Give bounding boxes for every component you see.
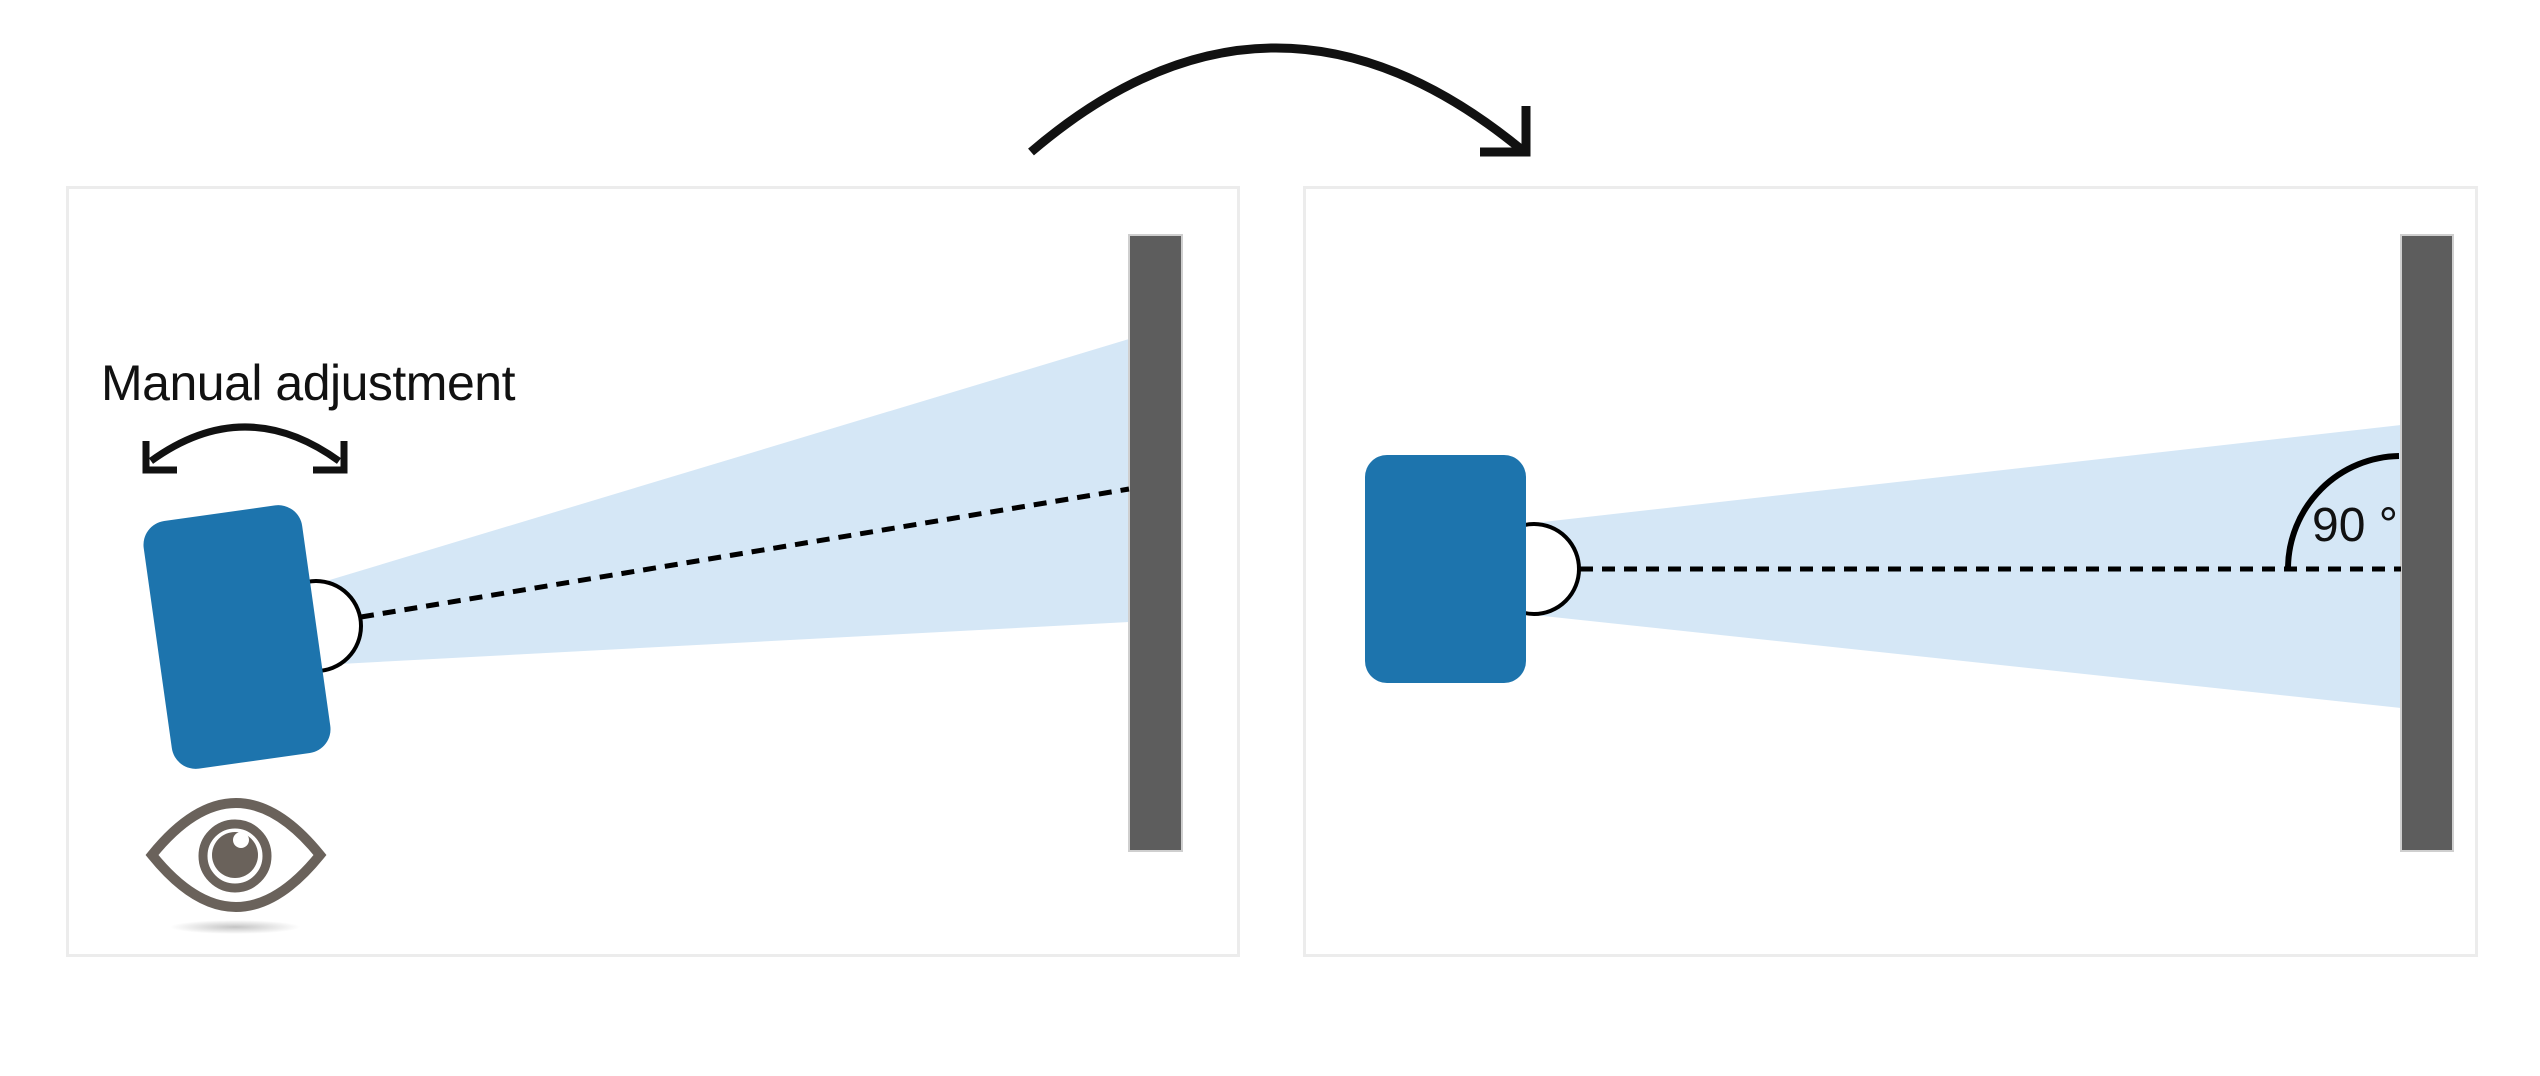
- left-panel-drawing: Manual adjustment: [101, 234, 1183, 934]
- eye-highlight: [233, 832, 249, 848]
- left-panel: Manual adjustment: [66, 186, 1240, 957]
- angle-label: 90 °: [2312, 499, 2398, 552]
- dashed-sightline: [360, 486, 1130, 620]
- projector-device: [143, 505, 331, 769]
- eye-shadow: [170, 920, 300, 934]
- projection-wall: [2400, 234, 2454, 852]
- projection-beam: [1534, 425, 2401, 708]
- projection-wall: [1128, 234, 1183, 852]
- adjustment-arrow-left-head: [142, 441, 177, 474]
- adjustment-arrow-right-head: [313, 441, 348, 474]
- eye-icon: [145, 798, 327, 934]
- eye-iris: [198, 819, 272, 893]
- transition-arrow-head: [1480, 106, 1531, 157]
- right-angle-arc-icon: [2285, 453, 2400, 568]
- adjustment-arrow-icon: [142, 423, 348, 474]
- projector-device: [1365, 455, 1526, 683]
- manual-adjustment-label: Manual adjustment: [101, 355, 516, 411]
- eye-outline: [145, 798, 327, 912]
- projection-beam: [313, 339, 1129, 665]
- right-panel: 90 °: [1303, 186, 2478, 957]
- transition-arrow-icon: [1028, 43, 1531, 157]
- right-panel-drawing: 90 °: [1365, 234, 2454, 852]
- transition-arrow-curve: [1028, 43, 1525, 156]
- adjustment-arrow-curve: [148, 423, 342, 464]
